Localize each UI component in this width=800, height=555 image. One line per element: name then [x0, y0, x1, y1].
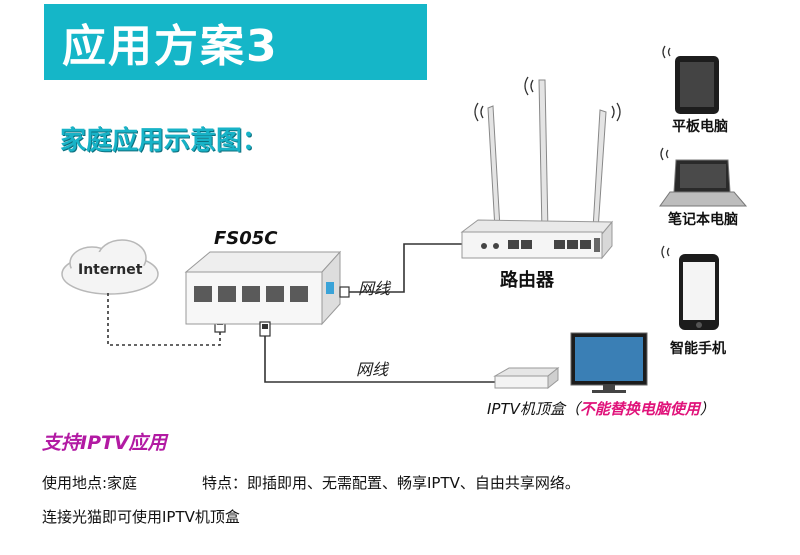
wifi-signal-icon [661, 245, 670, 259]
internet-cloud-icon [61, 239, 159, 295]
switch-icon [184, 250, 342, 326]
iptv-warning: 不能替换电脑使用 [579, 400, 700, 418]
switch-label: FS05C [214, 228, 278, 249]
wifi-signal-icon [474, 76, 621, 122]
tv-icon [570, 332, 648, 393]
cable-label-router: 网线 [358, 279, 391, 298]
wifi-signal-icon [662, 45, 671, 59]
iptv-label: IPTV机顶盒（不能替换电脑使用） [487, 398, 715, 419]
router-label: 路由器 [500, 270, 554, 291]
connection-text: 连接光猫即可使用IPTV机顶盒 [42, 508, 240, 526]
smartphone-icon [679, 254, 719, 330]
set-top-box-icon [493, 366, 560, 390]
laptop-label: 笔记本电脑 [668, 212, 738, 228]
internet-cable [107, 293, 221, 346]
usage-location: 使用地点:家庭 [42, 474, 138, 492]
diagram-subtitle: 家庭应用示意图： [60, 126, 269, 156]
iptv-label-close: ） [699, 400, 715, 418]
tablet-label: 平板电脑 [672, 119, 728, 135]
tablet-icon [675, 56, 719, 114]
page-title: 应用方案3 [62, 21, 279, 72]
cable-label-iptv: 网线 [356, 360, 389, 379]
iptv-label-text: IPTV机顶盒（ [487, 400, 580, 418]
router-icon [460, 79, 614, 260]
laptop-icon [659, 159, 748, 207]
wifi-signal-icon [660, 147, 669, 161]
feature-title: 支持IPTV应用 [42, 432, 167, 454]
smartphone-label: 智能手机 [670, 341, 726, 357]
cable-switch-router [340, 243, 465, 293]
rj45-plug-icon [259, 321, 271, 337]
internet-label: Internet [78, 262, 143, 278]
cable-switch-iptv [264, 332, 497, 383]
title-banner [44, 4, 427, 80]
features-text: 特点：即插即用、无需配置、畅享IPTV、自由共享网络。 [202, 474, 580, 492]
